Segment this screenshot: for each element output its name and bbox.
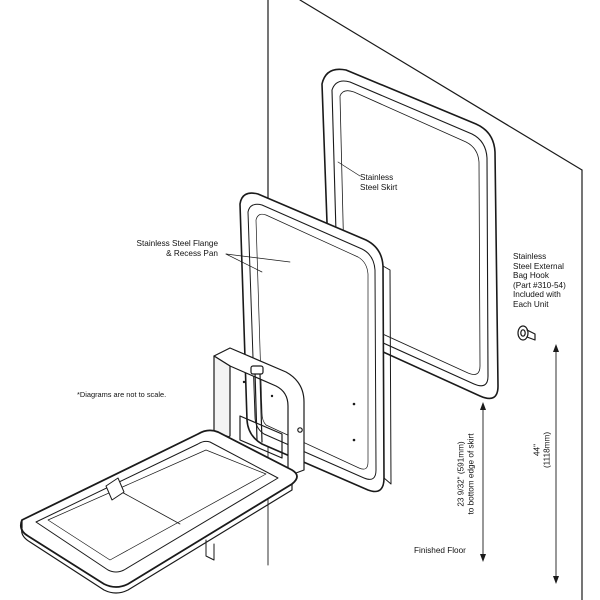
bag-hook-icon [517,325,536,341]
label-bag-hook: Stainless Steel External Bag Hook (Part … [513,252,566,309]
label-dimension-skirt: 23 9/32" (591mm) to bottom edge of skirt [456,433,475,515]
dimension-lines [480,344,559,584]
changing-table-bed [19,429,298,594]
label-dimension-hook: 44" (1118mm) [532,431,551,469]
label-stainless-steel-flange: Stainless Steel Flange & Recess Pan [136,239,218,258]
leader-lines [225,161,361,273]
label-stainless-steel-skirt: Stainless Steel Skirt [360,173,398,192]
changing-station-backplate [213,347,305,477]
label-finished-floor: Finished Floor [414,546,466,555]
label-not-to-scale-note: *Diagrams are not to scale. [77,390,167,399]
stainless-steel-flange [239,192,392,493]
